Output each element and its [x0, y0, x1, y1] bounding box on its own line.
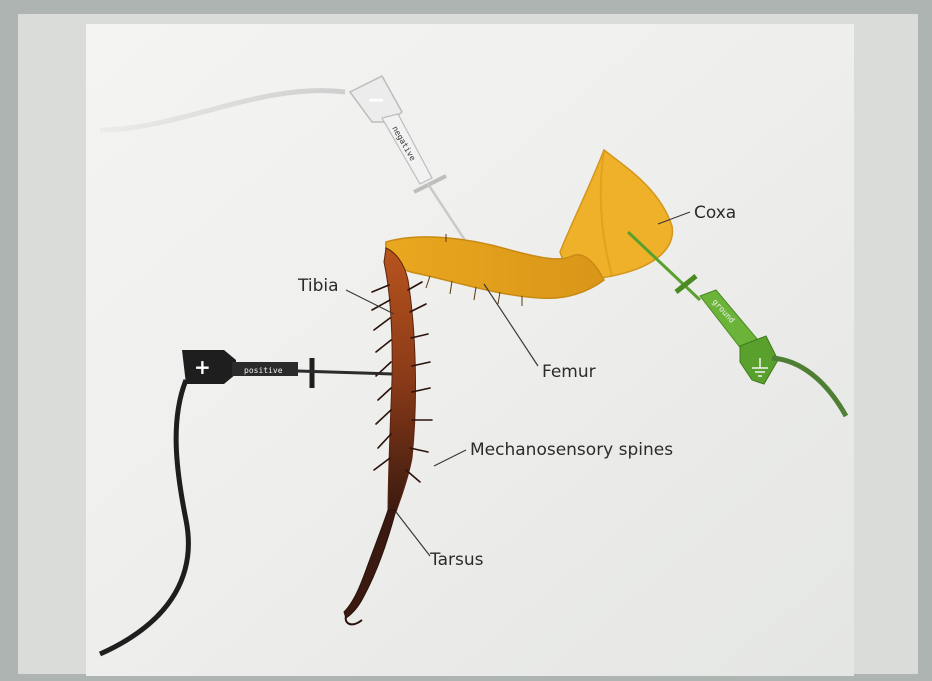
- tibia-label: Tibia: [297, 276, 339, 296]
- negative-sign: −: [367, 88, 385, 113]
- positive-sign: +: [194, 355, 211, 379]
- spines-label: Mechanosensory spines: [470, 440, 673, 460]
- coxa-label: Coxa: [694, 203, 736, 223]
- positive-tag: positive: [244, 366, 283, 375]
- tarsus-label: Tarsus: [429, 550, 484, 570]
- femur-label: Femur: [542, 362, 596, 382]
